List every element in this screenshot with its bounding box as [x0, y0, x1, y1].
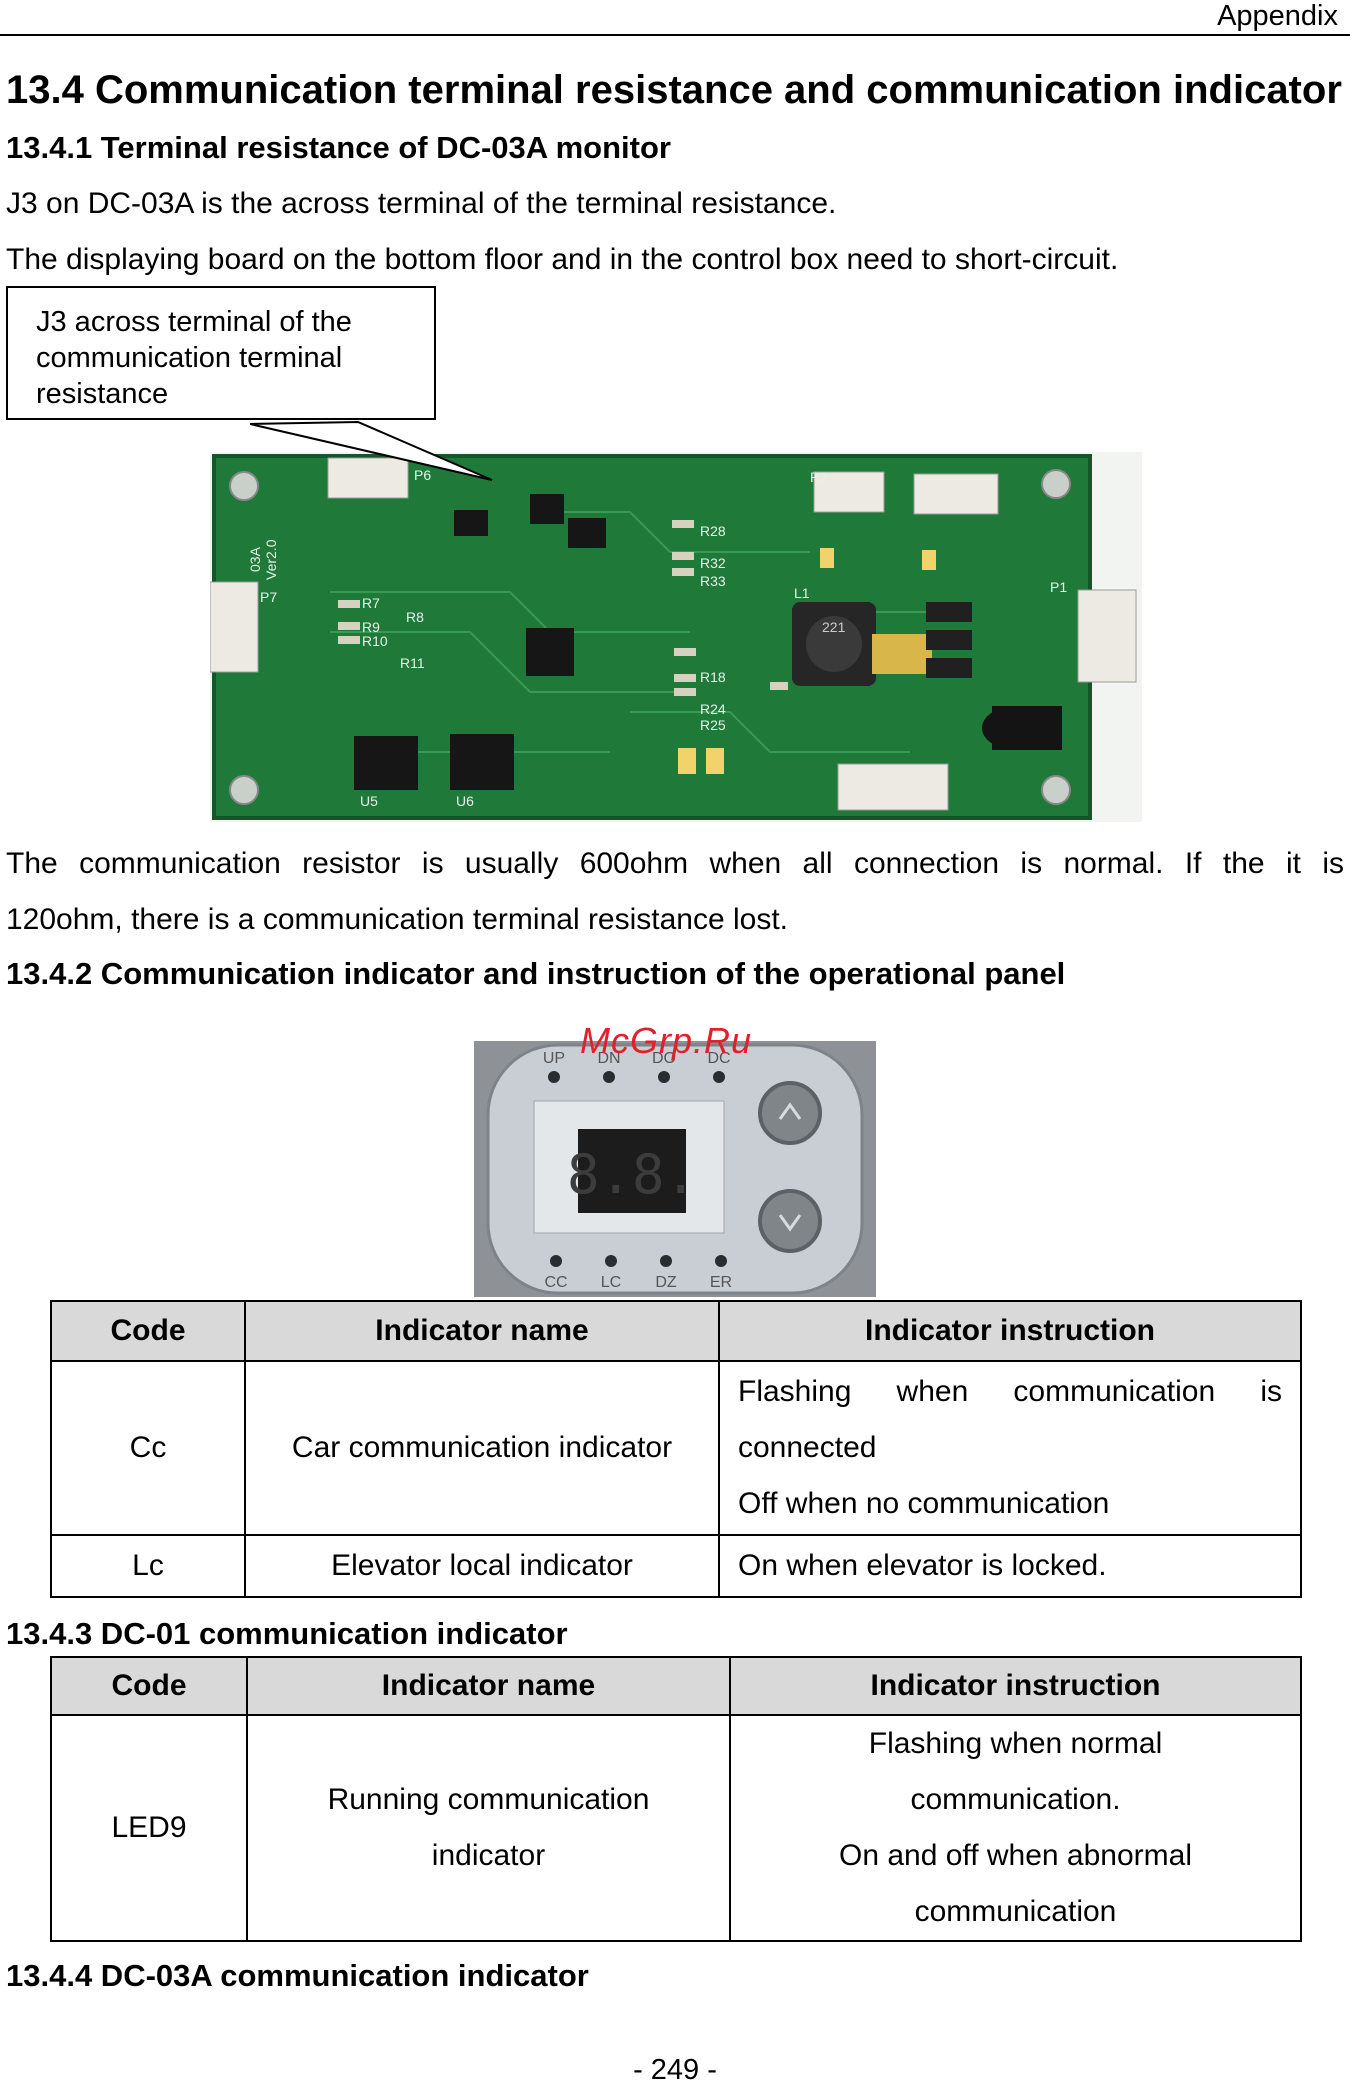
table-row: Cc Car communication indicator Flashing …	[50, 1360, 1302, 1536]
cell-indicator-name: Running communication indicator	[246, 1714, 731, 1942]
section-heading-13-4-2: 13.4.2 Communication indicator and instr…	[6, 956, 1066, 991]
table-row: LED9 Running communication indicator Fla…	[50, 1714, 1302, 1942]
page-title: 13.4 Communication terminal resistance a…	[6, 68, 1342, 112]
dc-03a-pcb-photo: 03A Ver2.0 P2 P1 P7 P6 U5 U6 L1 R7 R8 R9…	[210, 452, 1142, 822]
led-label-bottom: ER	[710, 1274, 732, 1291]
body-line-j3: J3 on DC-03A is the across terminal of t…	[6, 187, 837, 220]
board-part-label: L1	[794, 585, 810, 601]
board-version-label: Ver2.0	[263, 539, 279, 580]
operational-panel-photo: UP DN DO DC 8.8. CC LC DZ ER	[474, 1041, 876, 1297]
paragraph-line: The communication resistor is usually 60…	[6, 847, 1344, 880]
board-connector-label: P1	[1050, 579, 1067, 595]
j3-callout-box: J3 across terminal of the communication …	[6, 286, 436, 420]
board-part-label: R11	[400, 655, 425, 671]
cell-code: Cc	[50, 1360, 246, 1536]
led-label-bottom: LC	[601, 1274, 621, 1291]
board-part-label: U5	[360, 793, 378, 809]
board-part-label: R24	[700, 701, 726, 717]
header-indicator-name: Indicator name	[246, 1656, 731, 1716]
board-connector-label: P6	[414, 467, 431, 483]
header-indicator-name: Indicator name	[244, 1300, 720, 1362]
board-part-label: R33	[700, 573, 726, 589]
header-indicator-instruction: Indicator instruction	[718, 1300, 1302, 1362]
cell-indicator-name: Elevator local indicator	[244, 1534, 720, 1598]
header-section-label: Appendix	[1217, 0, 1338, 32]
instruction-line: Off when no communication	[738, 1487, 1110, 1520]
cell-code: LED9	[50, 1714, 248, 1942]
page-number: - 249 -	[633, 2054, 717, 2086]
instruction-line: communication	[914, 1895, 1117, 1928]
board-part-label: R10	[362, 633, 388, 649]
led-label-top: DC	[707, 1050, 730, 1067]
table-header-row: Code Indicator name Indicator instructio…	[50, 1656, 1302, 1716]
instruction-line: Flashing when normal	[868, 1727, 1163, 1760]
section-heading-13-4-4: 13.4.4 DC-03A communication indicator	[6, 1958, 589, 1993]
callout-pointer	[250, 420, 493, 481]
name-line: indicator	[431, 1839, 546, 1872]
operational-panel-indicator-table: Code Indicator name Indicator instructio…	[50, 1300, 1302, 1598]
cell-indicator-name: Car communication indicator	[244, 1360, 720, 1536]
header-indicator-instruction: Indicator instruction	[729, 1656, 1302, 1716]
seven-segment-display: 8.8.	[567, 1143, 697, 1206]
board-part-label: R28	[700, 523, 726, 539]
body-line-short-circuit: The displaying board on the bottom floor…	[6, 243, 1119, 276]
callout-line: J3 across terminal of the	[36, 306, 352, 338]
board-model-label: 03A	[247, 546, 263, 572]
callout-line: communication terminal	[36, 342, 343, 374]
board-part-label: R9	[362, 619, 380, 635]
board-part-label: 221	[822, 619, 846, 635]
watermark-text: McGrp.Ru	[580, 1020, 753, 1061]
resistor-paragraph: The communication resistor is usually 60…	[6, 836, 1344, 948]
board-part-label: U6	[456, 793, 474, 809]
section-heading-13-4-1: 13.4.1 Terminal resistance of DC-03A mon…	[6, 130, 671, 165]
board-connector-label: P7	[260, 589, 277, 605]
instruction-line: communication.	[910, 1783, 1121, 1816]
led-label-bottom: CC	[544, 1274, 567, 1291]
cell-code: Lc	[50, 1534, 246, 1598]
up-arrow-icon	[778, 1102, 802, 1120]
led-label-top: DO	[652, 1050, 676, 1067]
instruction-line: connected	[738, 1431, 877, 1464]
header-rule	[0, 34, 1350, 36]
table-row: Lc Elevator local indicator On when elev…	[50, 1534, 1302, 1598]
name-line: Running communication	[327, 1783, 650, 1816]
section-heading-13-4-3: 13.4.3 DC-01 communication indicator	[6, 1616, 568, 1651]
dc-01-indicator-table: Code Indicator name Indicator instructio…	[50, 1656, 1302, 1942]
led-label-top: UP	[543, 1050, 565, 1067]
instruction-line: Flashing when communication is	[738, 1375, 1282, 1408]
board-part-label: R8	[406, 609, 424, 625]
cell-indicator-instruction: Flashing when communication is connected…	[718, 1360, 1302, 1536]
board-part-label: R25	[700, 717, 726, 733]
instruction-line: On and off when abnormal	[838, 1839, 1192, 1872]
paragraph-line: 120ohm, there is a communication termina…	[6, 903, 789, 936]
board-connector-label: P2	[810, 469, 827, 485]
led-label-top: DN	[597, 1050, 620, 1067]
led-label-bottom: DZ	[655, 1274, 677, 1291]
board-part-label: R32	[700, 555, 726, 571]
callout-line: resistance	[36, 378, 169, 410]
down-arrow-icon	[778, 1214, 802, 1232]
header-code: Code	[50, 1656, 248, 1716]
cell-indicator-instruction: Flashing when normal communication. On a…	[729, 1714, 1302, 1942]
cell-indicator-instruction: On when elevator is locked.	[718, 1534, 1302, 1598]
table-header-row: Code Indicator name Indicator instructio…	[50, 1300, 1302, 1362]
header-code: Code	[50, 1300, 246, 1362]
board-part-label: R7	[362, 595, 380, 611]
board-part-label: R18	[700, 669, 726, 685]
